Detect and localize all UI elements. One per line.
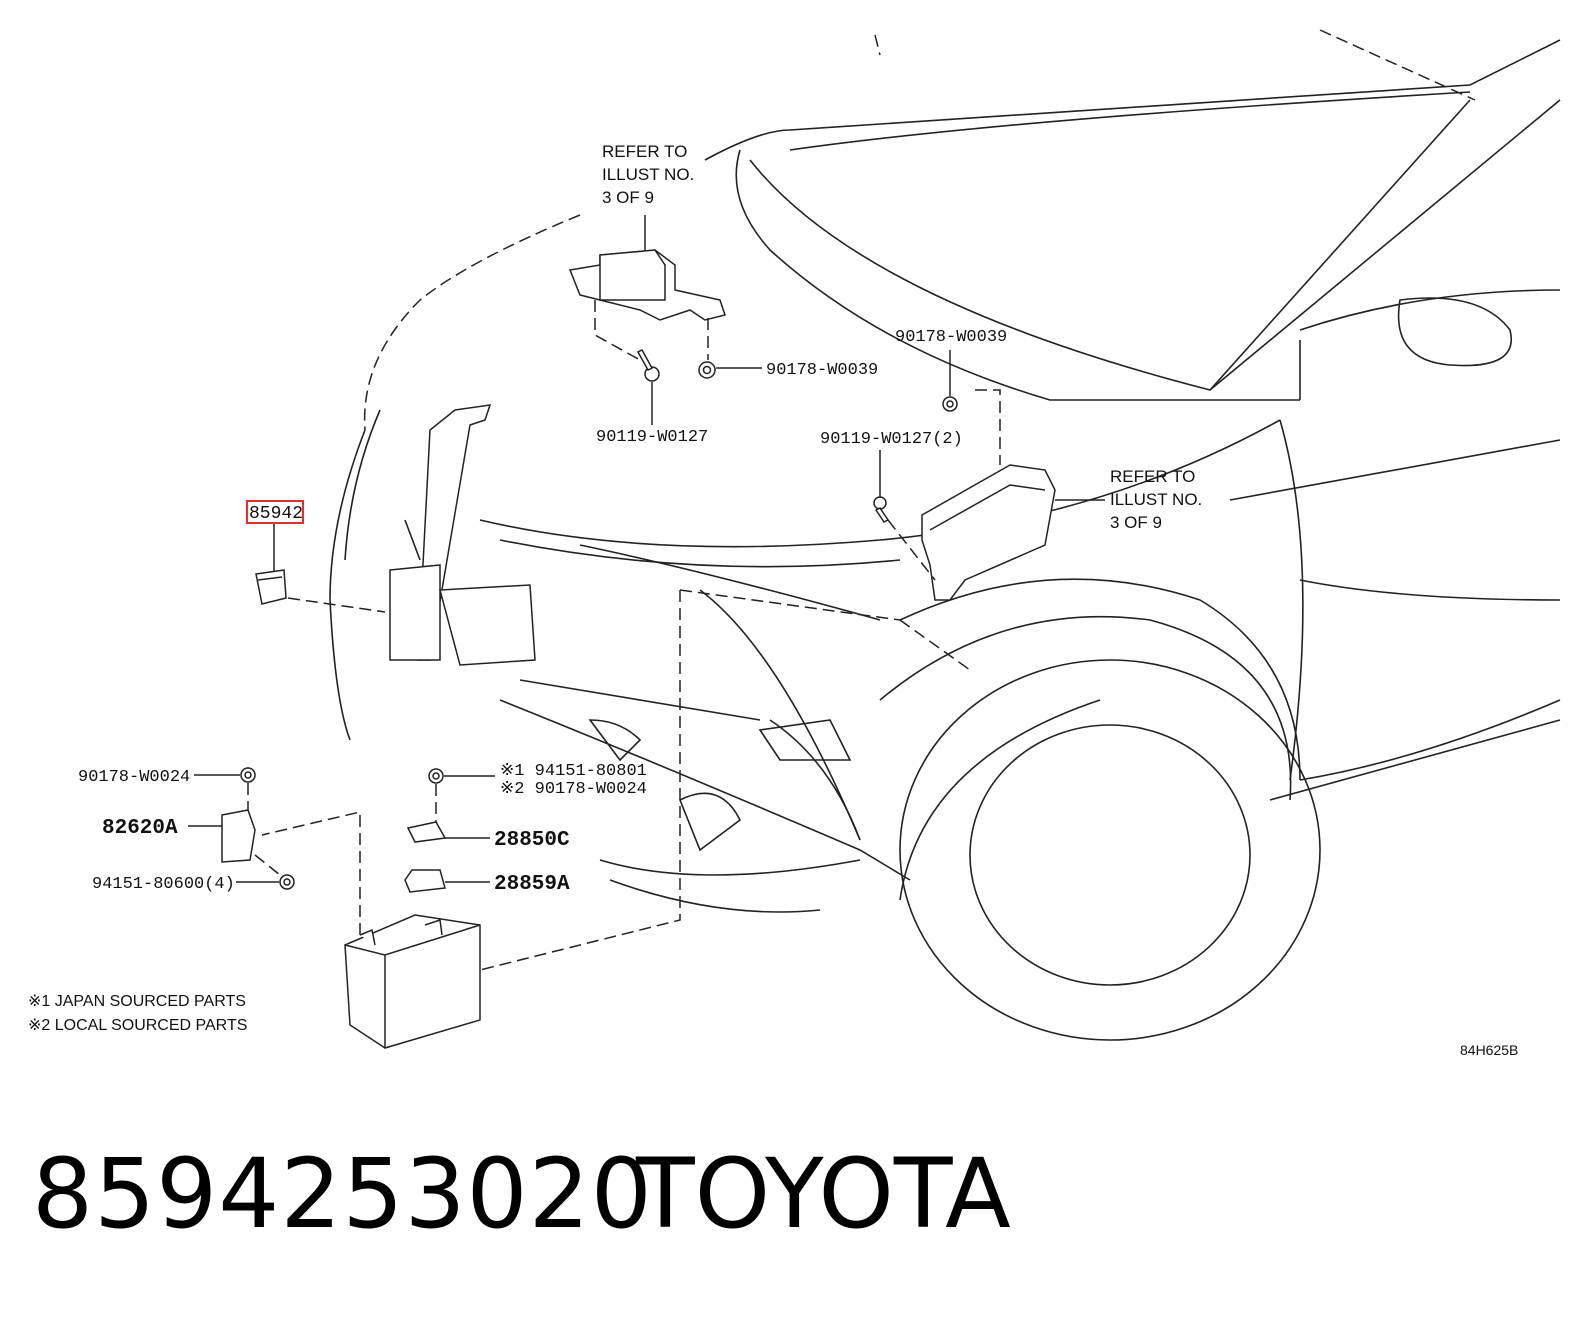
vehicle-outline [287,29,1561,1041]
top-bracket-assembly [568,215,762,425]
part-label: ※2 90178-W0024 [500,780,647,799]
part-label: 90178-W0039 [766,361,878,380]
refer-to-label-right: REFER TO [1110,467,1195,486]
part-label: 90178-W0039 [895,328,1007,347]
illustration-code: 84H625B [1460,1042,1518,1058]
nut-icon [698,361,716,379]
refer-to-label-top: 3 OF 9 [602,188,654,207]
part-label: 94151-80600(4) [92,875,235,894]
part-label: 28850C [494,829,570,852]
bolt-icon [873,496,890,523]
nut-icon [942,396,958,412]
highlighted-part-label: 85942 [249,504,303,524]
part-highlight-box [246,500,304,524]
nut-icon [428,768,444,784]
refer-to-label-right: ILLUST NO. [1110,490,1202,509]
refer-to-label-right: 3 OF 9 [1110,513,1162,532]
bolt-icon [636,349,660,382]
part-label: 90119-W0127(2) [820,430,963,449]
sourcing-note: ※2 LOCAL SOURCED PARTS [28,1017,247,1034]
part-number: 8594253020 [32,1138,653,1250]
part-label: 90119-W0127 [596,428,708,447]
battery-assembly [188,767,495,1049]
relay-box-assembly [873,350,1105,601]
brand-name: TOYOTA [636,1138,1011,1250]
part-85942-assembly [246,500,304,605]
part-label: 28859A [494,873,570,896]
refer-to-label-top: ILLUST NO. [602,165,694,184]
refer-to-label-top: REFER TO [602,142,687,161]
part-label: 90178-W0024 [78,768,190,787]
nut-icon [240,767,256,783]
nut-icon [279,874,295,890]
callout-labels: REFER TO ILLUST NO. 3 OF 9 REFER TO ILLU… [28,142,1518,1058]
part-label: 82620A [102,817,178,840]
sourcing-note: ※1 JAPAN SOURCED PARTS [28,993,246,1010]
part-label: ※1 94151-80801 [500,762,647,781]
